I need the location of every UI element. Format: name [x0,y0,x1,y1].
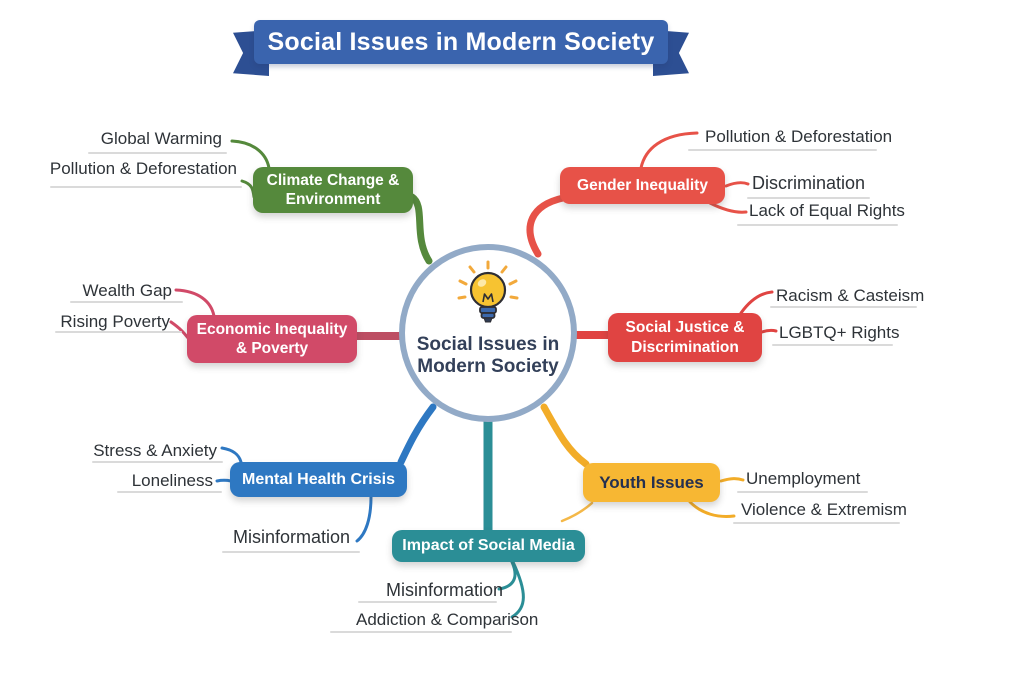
branch-lgbtq [760,328,778,334]
branch-unemployment [719,477,745,483]
branch-wealth-gap [174,288,216,318]
label-underline [92,461,223,463]
label-underline [772,344,893,346]
page-title-banner: Social Issues in Modern Society [254,20,668,64]
branch-lack-rights [708,201,748,214]
branch-label-unemployment: Unemployment [746,469,861,488]
branch-label-misinformation-left: Misinformation [232,527,350,547]
branch-loneliness [215,478,233,483]
branch-label-misinformation-bottom: Misinformation [386,580,504,600]
branch-stress [220,446,243,464]
label-underline [358,601,497,603]
label-underline [733,522,900,524]
node-social-media: Impact of Social Media [392,530,585,562]
branch-pollution-right [639,131,699,170]
branch-global-warming [230,139,271,170]
central-node-title: Social Issues in Modern Society [417,334,560,379]
connector-gender [526,194,567,258]
branch-racism [739,290,774,315]
label-underline [117,491,222,493]
branch-label-pollution-right: Pollution & Deforestation [705,127,893,146]
node-gender-inequality: Gender Inequality [560,167,725,204]
label-underline [747,197,870,199]
node-mental-health: Mental Health Crisis [230,462,407,497]
label-underline [88,152,227,154]
branch-label-lgbtq-rights: LGBTQ+ Rights [779,323,900,342]
connector-mental [397,403,437,466]
central-node: Social Issues in Modern Society [399,244,577,422]
connector-climate [408,193,433,265]
branch-label-pollution-left: Pollution & Deforestation [49,159,237,178]
branch-misinformation-left [355,495,373,543]
branch-label-wealth-gap: Wealth Gap [82,281,172,300]
branch-violence [688,500,736,518]
branch-addiction [510,560,525,619]
branch-rising-poverty [169,320,190,340]
branch-youth-left-flick [560,501,594,523]
branch-label-stress-anxiety: Stress & Anxiety [93,441,217,460]
label-underline [770,306,917,308]
node-social-justice: Social Justice & Discrimination [608,313,762,362]
label-underline [737,224,898,226]
branch-label-addiction-comparison: Addiction & Comparison [356,610,539,629]
branch-label-violence-extremism: Violence & Extremism [741,500,907,519]
branch-label-lack-of-equal-rights: Lack of Equal Rights [749,201,905,220]
node-climate-change: Climate Change & Environment [253,167,413,213]
node-economic-inequality: Economic Inequality & Poverty [187,315,357,363]
lightbulb-icon [457,260,519,323]
label-underline [70,301,183,303]
label-underline [50,186,242,188]
connector-youth [540,403,590,468]
branch-label-discrimination: Discrimination [752,173,866,193]
branch-label-global-warming: Global Warming [100,129,222,148]
branch-label-loneliness: Loneliness [131,471,213,490]
label-underline [222,551,360,553]
label-underline [688,149,877,151]
label-underline [55,331,182,333]
branch-label-rising-poverty: Rising Poverty [60,312,170,331]
branch-label-racism-casteism: Racism & Casteism [776,286,925,305]
branch-discrimination [724,181,750,188]
label-underline [737,491,868,493]
node-youth-issues: Youth Issues [583,463,720,502]
label-underline [330,631,512,633]
central-title-line1: Social Issues in [416,334,560,355]
central-title-line2: Modern Society [417,356,559,378]
